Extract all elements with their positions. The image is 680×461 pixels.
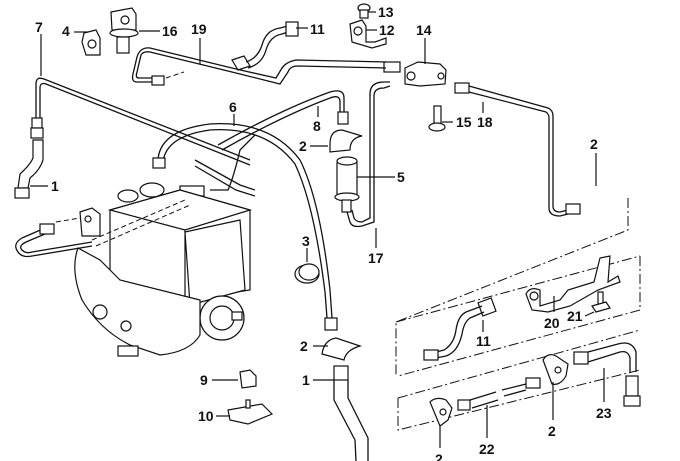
hose-23 [573,342,641,407]
label-1-top: 1 [51,178,59,194]
filter-5 [334,156,360,213]
hose-1-top [14,139,44,199]
label-2-b: 2 [590,136,598,152]
pipe-17 [346,81,391,228]
group-frame-upper [395,198,641,377]
label-3: 3 [302,233,310,249]
hose-11-bottom [423,297,497,361]
clamp-2-bottom [429,397,453,427]
label-15: 15 [456,114,472,130]
hose-1-bottom [333,365,369,461]
bracket-20 [525,255,621,313]
label-7: 7 [35,19,43,35]
label-9: 9 [200,372,208,388]
pipe-18 [468,85,581,217]
callout-labels: 7 4 16 19 11 13 12 14 6 8 15 18 2 2 1 5 … [35,4,612,461]
hose-11-top [231,21,299,71]
label-23: 23 [596,405,612,421]
holder-10 [227,399,274,425]
label-4: 4 [62,23,70,39]
pipe-8 [217,90,349,151]
label-18: 18 [477,114,493,130]
bolt-15 [428,105,446,132]
pipe-7 [30,77,251,166]
bracket-12 [349,19,387,49]
leader-lines [30,11,605,448]
group-frame-lower [397,329,641,431]
label-2-c: 2 [300,338,308,354]
label-12: 12 [379,22,395,38]
distributor-14 [383,61,470,94]
screw-13 [357,3,371,19]
pipe-19 [131,47,237,86]
label-21: 21 [567,308,583,324]
pipe-left-u [15,217,93,258]
label-1-bottom: 1 [302,372,310,388]
label-2-a: 2 [299,138,307,154]
pipe-main-top [235,59,387,85]
clamp-2-top [329,129,363,153]
label-11-bottom: 11 [476,333,491,349]
screw-21 [591,291,611,313]
grommet-3 [294,263,320,284]
label-5: 5 [397,169,405,185]
label-22: 22 [479,441,495,457]
clamp-2-right [542,354,569,385]
hydraulic-pump [74,182,253,357]
label-14: 14 [416,22,432,38]
holder-16 [109,7,139,54]
pipe-6 [152,122,338,331]
clip-4 [81,29,101,56]
label-2-d: 2 [548,423,556,439]
label-17: 17 [368,250,384,266]
label-19: 19 [191,21,207,37]
label-16: 16 [162,23,178,39]
pipe-22 [457,377,541,411]
clip-9 [239,369,257,389]
clamp-2-center [321,337,363,361]
pipe-cross [179,134,256,197]
label-13: 13 [378,4,394,20]
label-8: 8 [313,118,321,134]
label-20: 20 [544,315,560,331]
label-11-top: 11 [310,21,325,37]
label-2-e: 2 [435,451,443,461]
label-6: 6 [229,99,237,115]
label-10: 10 [198,408,214,424]
